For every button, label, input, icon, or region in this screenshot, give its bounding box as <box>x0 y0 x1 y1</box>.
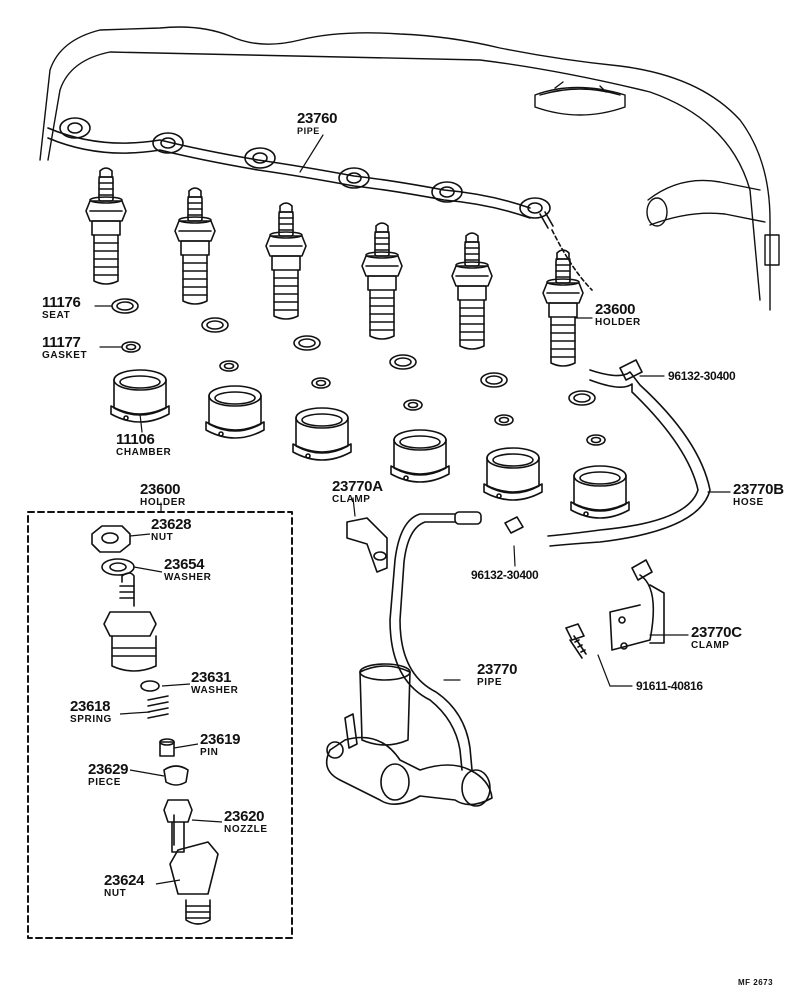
injection-pipe-rail <box>47 117 593 291</box>
label-clamp-c: 23770C CLAMP <box>691 624 742 651</box>
label-holder-assy: 23600 HOLDER <box>140 481 186 508</box>
label-spring: 23618 SPRING <box>70 698 112 725</box>
label-pin: 23619 PIN <box>200 731 241 758</box>
holder-exploded-parts <box>91 525 219 925</box>
label-washer-top: 23654 WASHER <box>164 556 212 583</box>
label-bolt: 91611-40816 <box>636 679 703 693</box>
label-pipe-top: 23760 PIPE <box>297 110 338 136</box>
label-seat: 11176 SEAT <box>42 294 81 321</box>
engine-head-outline <box>39 26 780 311</box>
fitting-union <box>325 663 493 807</box>
label-hose: 23770B HOSE <box>733 481 784 508</box>
label-clip-upper: 96132-30400 <box>668 369 736 383</box>
label-clip-lower: 96132-30400 <box>471 568 539 582</box>
leader-lines <box>94 134 731 687</box>
bolt <box>565 623 587 659</box>
label-nut-bottom: 23624 NUT <box>104 872 145 899</box>
label-chamber: 11106 CHAMBER <box>116 431 172 458</box>
holder-assembly-box <box>27 511 293 939</box>
label-holder-right: 23600 HOLDER <box>595 301 641 328</box>
figure-code: MF 2673 <box>738 978 774 987</box>
label-washer-mid: 23631 WASHER <box>191 669 239 696</box>
label-clamp-a: 23770A CLAMP <box>332 478 383 505</box>
label-piece: 23629 PIECE <box>88 761 129 788</box>
label-nozzle: 23620 NOZZLE <box>224 808 268 835</box>
clamp-bracket <box>609 574 665 651</box>
label-nut-top: 23628 NUT <box>151 516 192 543</box>
clamp-a <box>346 517 388 573</box>
label-gasket: 11177 GASKET <box>42 334 88 361</box>
label-pipe-lower: 23770 PIPE <box>477 661 518 688</box>
return-hose <box>547 359 711 581</box>
